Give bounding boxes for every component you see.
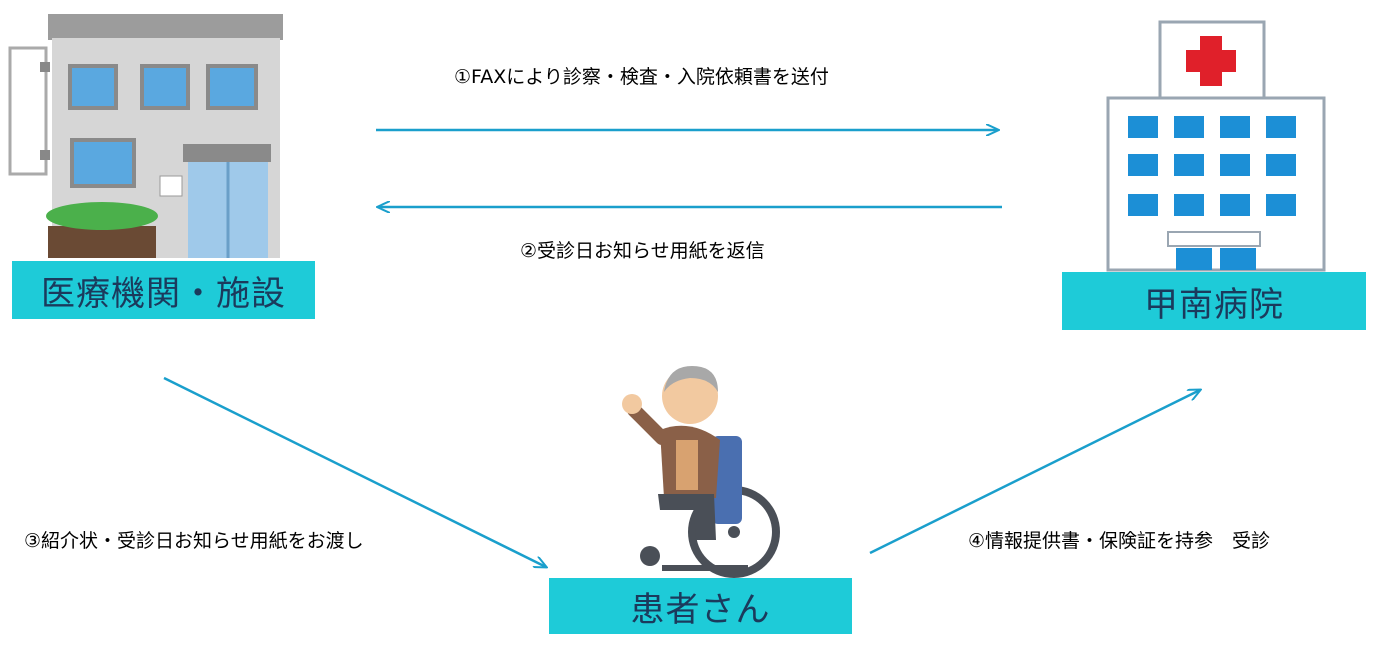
hospital-label: 甲南病院 [1062, 272, 1366, 330]
clinic-label: 医療機関・施設 [12, 261, 315, 319]
hospital-building-icon [1106, 20, 1326, 272]
patient-label: 患者さん [549, 578, 852, 634]
step1-text: ①FAXにより診察・検査・入院依頼書を送付 [454, 66, 829, 88]
arrow-step3 [163, 376, 546, 567]
arrow-step4 [869, 390, 1200, 555]
clinic-building-icon [8, 14, 283, 258]
step2-text: ②受診日お知らせ用紙を返信 [520, 240, 765, 262]
step4-text: ④情報提供書・保険証を持参 受診 [968, 530, 1271, 552]
wheelchair-patient-icon [622, 366, 780, 578]
step3-text: ③紹介状・受診日お知らせ用紙をお渡し [24, 530, 364, 552]
